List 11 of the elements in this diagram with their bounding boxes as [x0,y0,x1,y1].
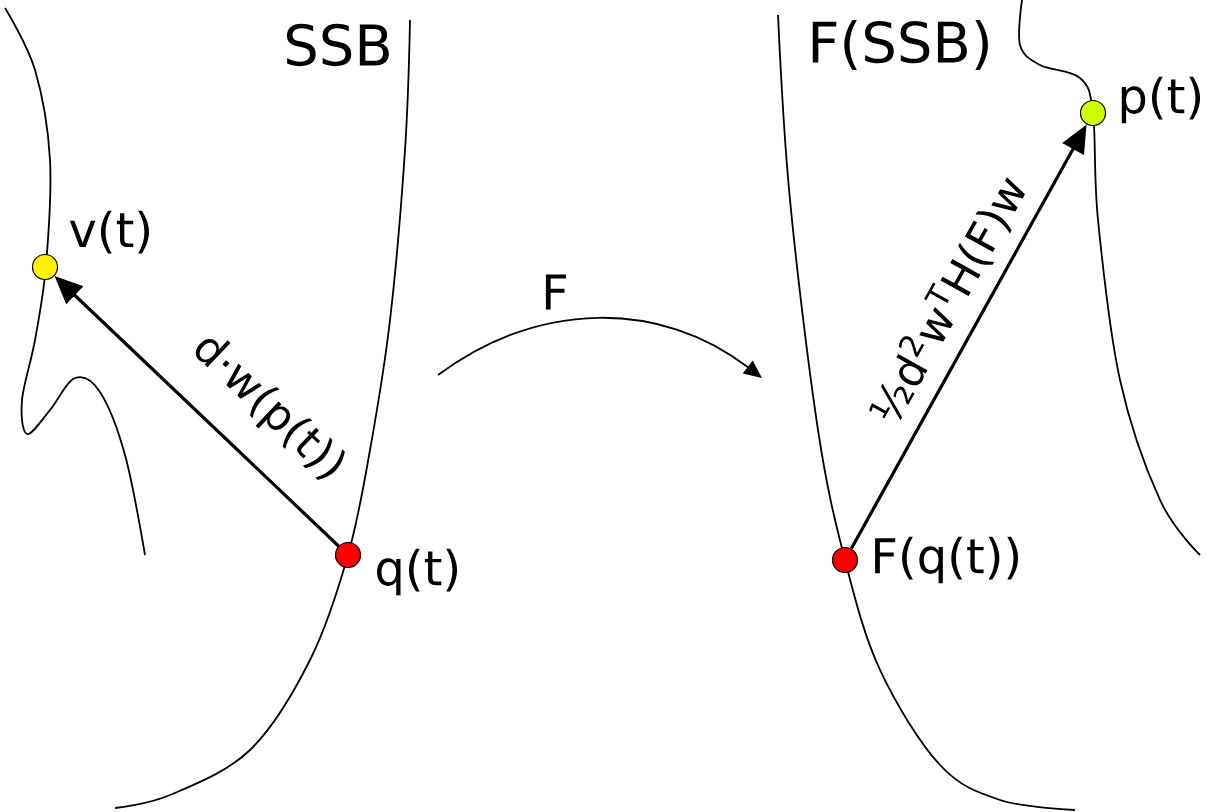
point [31,253,59,281]
region-label: SSB [286,23,389,67]
point [831,546,859,574]
point-label: q(t) [377,548,457,596]
point [1079,99,1107,127]
point-label: v(t) [69,210,149,254]
point-label: F(q(t)) [875,536,1019,584]
region-label: F(SSB) [812,20,988,70]
region-label: F [545,274,566,310]
point [334,541,362,569]
point-label: p(t) [1121,76,1200,124]
